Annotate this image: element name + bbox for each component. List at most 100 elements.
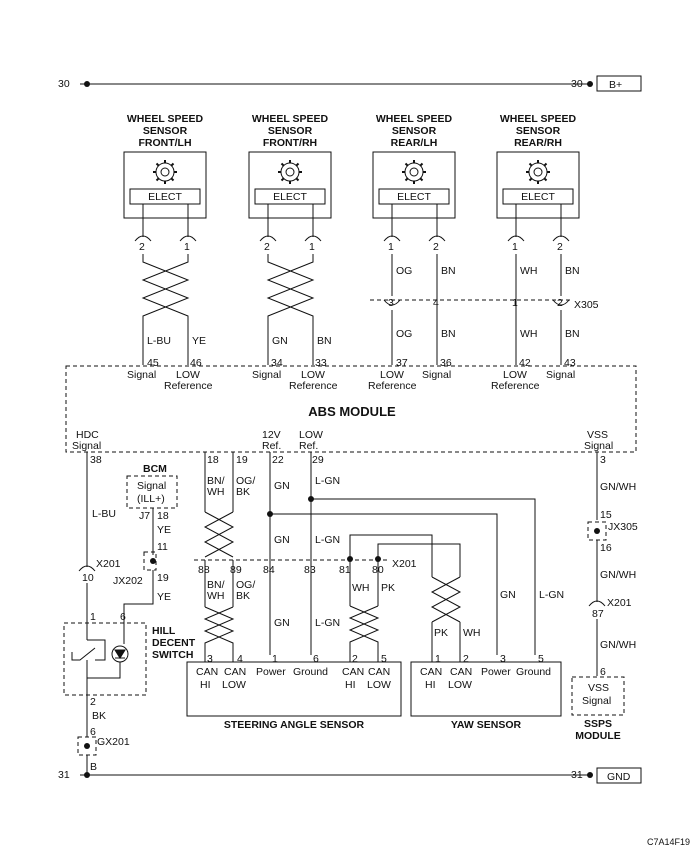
x201-mid-name: X201 xyxy=(392,558,417,570)
hdc-pin: 38 xyxy=(90,454,102,466)
lowref-pin: 29 xyxy=(312,454,324,466)
sensor-front-lh-pin-left: 2 xyxy=(139,241,145,253)
yaw-pin-0: 1 xyxy=(435,653,441,665)
jx305-pin-top: 15 xyxy=(600,509,612,521)
steering-l2-5: LOW xyxy=(367,679,391,691)
gnd-rail: 31 31 GND xyxy=(58,767,642,784)
sensor-rear-rh-conn-right: 2 xyxy=(557,297,563,309)
sensor-rear-rh-module-pin-left: 42 xyxy=(519,357,531,369)
mid-wire-wh: WH xyxy=(352,582,370,594)
sensor-front-lh-wire-left: L-BU xyxy=(147,335,171,347)
steering-l2-0: HI xyxy=(200,679,211,691)
sensor-rear-lh-wire-right: BN xyxy=(441,328,456,340)
abs-module-title: ABS MODULE xyxy=(308,404,396,419)
rail-bottom-right-num: 31 xyxy=(571,769,583,781)
mid-wire-bnwh-2: WH xyxy=(207,590,225,602)
sensor-rear-rh-title-1: WHEEL SPEED xyxy=(500,113,577,125)
figure-code: C7A14F19 xyxy=(647,837,690,847)
v12-pin: 22 xyxy=(272,454,284,466)
x305-label: X305 xyxy=(574,299,599,311)
sensor-rear-lh-conn-right: 4 xyxy=(433,297,439,309)
x201-right-wire: GN/WH xyxy=(600,639,636,651)
switch-wire: BK xyxy=(92,710,106,722)
ssps-l2: Signal xyxy=(582,695,611,707)
sensor-rear-rh-pin-right: 2 xyxy=(557,241,563,253)
sensor-rear-lh: WHEEL SPEED SENSOR REAR/LH ELECT 1 2 OG … xyxy=(368,113,456,392)
yaw-l1-0: CAN xyxy=(420,666,442,678)
yaw-title: YAW SENSOR xyxy=(451,719,522,731)
vss-label-2: Signal xyxy=(584,440,613,452)
steering-pin-3: 6 xyxy=(313,653,319,665)
sensor-front-lh-module-pin-right: 46 xyxy=(190,357,202,369)
steering-pin-5: 5 xyxy=(381,653,387,665)
v12-label-1: 12V xyxy=(262,429,281,441)
sensor-rear-lh-pin-right: 2 xyxy=(433,241,439,253)
abs-module: ABS MODULE HDC Signal 12V Ref. LOW Ref. … xyxy=(65,365,637,453)
sensor-front-lh-elect: ELECT xyxy=(148,191,182,203)
sensor-front-lh-module-pin-left: 45 xyxy=(147,357,159,369)
sensor-rear-rh: WHEEL SPEED SENSOR REAR/RH ELECT 1 2 WH … xyxy=(491,113,580,392)
jx305-name: JX305 xyxy=(608,521,638,533)
x201-right-pin: 87 xyxy=(592,608,604,620)
bcm-conn: J7 xyxy=(139,510,150,522)
yaw-l1-2: Power xyxy=(481,666,511,678)
switch-pin-1: 1 xyxy=(90,611,96,623)
sensor-rear-rh-title-2: SENSOR xyxy=(516,125,561,137)
steering-l2-1: LOW xyxy=(222,679,246,691)
bcm-pin: 18 xyxy=(157,510,169,522)
hdc-label-1: HDC xyxy=(76,429,99,441)
lowref-label-2: Ref. xyxy=(299,440,318,452)
mid-wire-gn3: GN xyxy=(500,589,516,601)
sensor-front-lh-sig-left: Signal xyxy=(127,369,156,381)
sensor-front-lh-title-1: WHEEL SPEED xyxy=(127,113,204,125)
mid-wire-lgn3: L-GN xyxy=(539,589,564,601)
yaw-l1-3: Ground xyxy=(516,666,551,678)
sensor-rear-rh-conn-left: 1 xyxy=(512,297,518,309)
sensor-rear-lh-module-pin-right: 36 xyxy=(440,357,452,369)
steering-l1-2: Power xyxy=(256,666,286,678)
can-bus-branch: 18 19 BN/ WH OG/ BK 22 29 GN L-GN GN L-G… xyxy=(203,452,564,662)
jx202-wire: YE xyxy=(157,591,171,603)
jx305-pin-bot: 16 xyxy=(600,542,612,554)
sensor-rear-rh-sig-left-2: Reference xyxy=(491,380,540,392)
sensor-rear-rh-elect: ELECT xyxy=(521,191,555,203)
x201-mid-pin-4: 81 xyxy=(339,564,351,576)
bcm-title: BCM xyxy=(143,463,167,475)
sensor-front-rh-module-pin-left: 34 xyxy=(271,357,283,369)
sensor-rear-lh-pin-left: 1 xyxy=(388,241,394,253)
x201-mid-pin-1: 89 xyxy=(230,564,242,576)
sensor-rear-lh-sig-left-1: LOW xyxy=(380,369,404,381)
rail-top-right-num: 30 xyxy=(571,78,583,90)
sensor-rear-lh-sig-left-2: Reference xyxy=(368,380,417,392)
steering-l2-4: HI xyxy=(345,679,356,691)
v12-label-2: Ref. xyxy=(262,440,281,452)
mid-wire-bnwh-1: BN/ xyxy=(207,579,225,591)
gnd-label: GND xyxy=(607,771,631,783)
sensor-front-rh-pin-left: 2 xyxy=(264,241,270,253)
sensor-rear-rh-title-3: REAR/RH xyxy=(514,137,562,149)
hdc-branch: 38 L-BU X201 10 1 xyxy=(78,452,121,623)
x201-left-name: X201 xyxy=(96,558,121,570)
sensor-front-rh-sig-left: Signal xyxy=(252,369,281,381)
sensor-rear-rh-module-pin-right: 43 xyxy=(564,357,576,369)
yaw-pin-1: 2 xyxy=(463,653,469,665)
bcm-wire: YE xyxy=(157,524,171,536)
jx305-wire: GN/WH xyxy=(600,569,636,581)
sensor-rear-lh-title-3: REAR/LH xyxy=(391,137,438,149)
steering-angle-sensor: 3 4 1 6 2 5 CAN CAN Power Ground CAN CAN… xyxy=(186,653,402,731)
lowref-label-1: LOW xyxy=(299,429,323,441)
sensor-rear-lh-title-2: SENSOR xyxy=(392,125,437,137)
led-icon xyxy=(114,649,126,659)
sensor-front-rh-sig-right-2: Reference xyxy=(289,380,338,392)
hdc-wire: L-BU xyxy=(92,508,116,520)
sensor-rear-rh-sig-right: Signal xyxy=(546,369,575,381)
yaw-pin-3: 5 xyxy=(538,653,544,665)
x201-mid-pin-3: 83 xyxy=(304,564,316,576)
gx201-pin-top: 6 xyxy=(90,726,96,738)
sensor-front-rh-title-1: WHEEL SPEED xyxy=(252,113,329,125)
sensor-front-rh-title-3: FRONT/RH xyxy=(263,137,317,149)
vss-label-1: VSS xyxy=(587,429,608,441)
mid-wire-lgn1: L-GN xyxy=(315,534,340,546)
bplus-label: B+ xyxy=(609,79,622,91)
bcm: BCM Signal (ILL+) J7 18 YE 11 19 JX202 Y… xyxy=(113,463,178,625)
